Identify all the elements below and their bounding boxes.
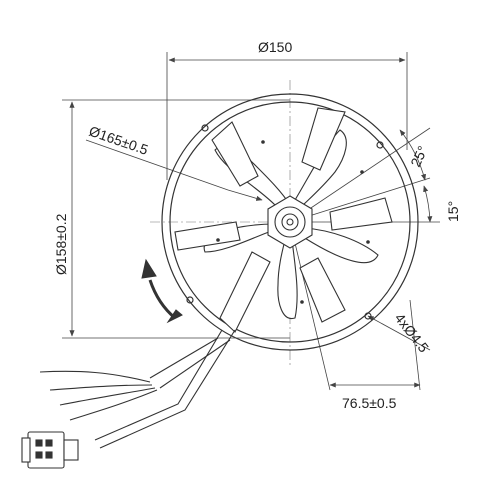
cable-conduit [94, 329, 236, 449]
connector-plug-icon [21, 431, 79, 469]
fan-blade [219, 251, 271, 333]
impeller [174, 107, 393, 333]
fan-blade [329, 197, 393, 231]
fan-blade [299, 257, 346, 323]
dim-height-label: Ø158±0.2 [53, 213, 69, 275]
mount-hole [201, 124, 209, 132]
dimension-lines [62, 52, 440, 391]
mount-hole [364, 312, 372, 320]
fan-blade [211, 121, 259, 187]
dim-offset-label: 76.5±0.5 [342, 395, 397, 411]
rivets [216, 140, 370, 304]
dim-angle-b-label: 15° [445, 201, 461, 222]
impeller-arm [277, 239, 298, 319]
hub [267, 195, 313, 249]
wires [39, 370, 158, 421]
fan-blade [301, 107, 346, 171]
dim-angle-a-label: 25° [407, 143, 430, 169]
inner-rim [169, 101, 411, 343]
fan-blade [174, 221, 241, 251]
mount-hole [376, 141, 384, 149]
impeller-arm [299, 227, 379, 264]
fan-housing [161, 93, 419, 351]
dim-width-label: Ø150 [258, 39, 292, 55]
outer-rim [161, 93, 419, 351]
mount-hole [186, 296, 194, 304]
rotation-arrow-icon [141, 258, 183, 324]
dim-outer-diameter-label: Ø165±0.5 [87, 123, 150, 158]
